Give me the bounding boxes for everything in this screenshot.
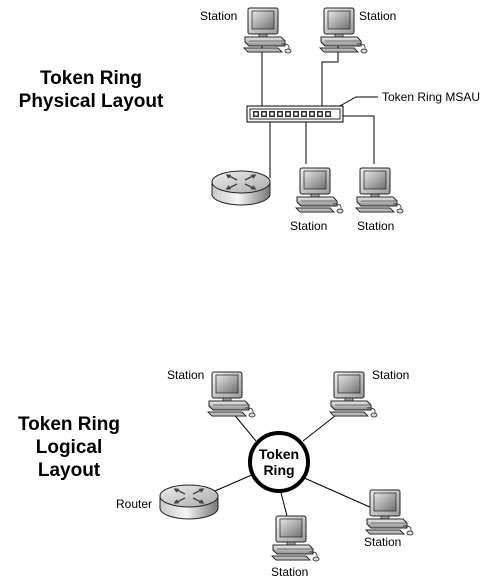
logical-layout-title: Token Ring Logical Layout xyxy=(17,414,121,481)
token-ring-label: Token Ring xyxy=(258,446,300,478)
router-label: Router xyxy=(116,497,153,511)
station-label: Station xyxy=(359,9,397,23)
station-label: Station xyxy=(290,219,328,233)
station-label: Station xyxy=(271,565,309,579)
router-icon xyxy=(211,170,271,206)
station-label: Station xyxy=(200,9,238,23)
computer-station-icon xyxy=(365,489,414,536)
station-label: Station xyxy=(167,368,205,382)
computer-station-icon xyxy=(207,371,256,418)
computer-station-icon xyxy=(355,167,404,214)
physical-layout-title: Token Ring Physical Layout xyxy=(18,68,164,112)
token-ring-circle xyxy=(248,431,310,493)
msau-label: Token Ring MSAU xyxy=(382,90,481,104)
station-label: Station xyxy=(357,219,395,233)
router-icon xyxy=(159,484,219,520)
msau-hub-icon xyxy=(246,105,344,123)
computer-station-icon xyxy=(243,7,292,54)
computer-station-icon xyxy=(329,371,378,418)
computer-station-icon xyxy=(295,167,344,214)
station-label: Station xyxy=(364,535,402,549)
station-label: Station xyxy=(372,368,410,382)
computer-station-icon xyxy=(271,515,320,562)
